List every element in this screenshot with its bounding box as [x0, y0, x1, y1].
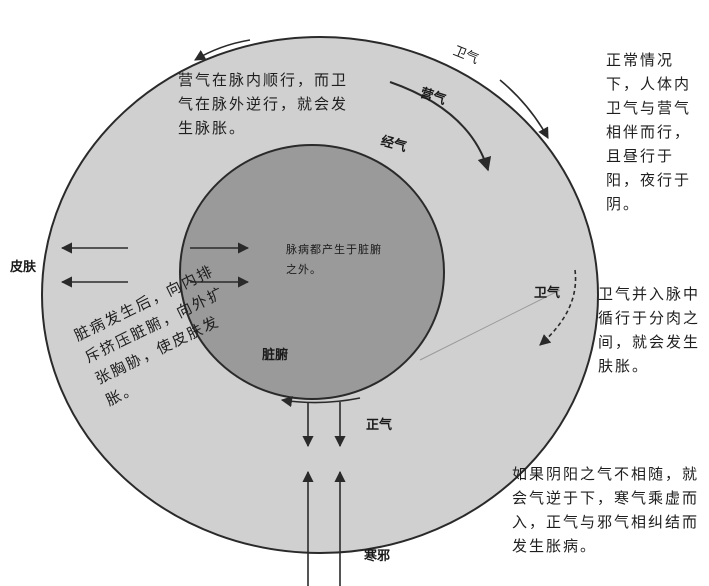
shading-line: [419, 289, 561, 361]
label-wei-qi-right: 卫气: [534, 286, 561, 301]
label-han-xie: 寒邪: [364, 549, 391, 564]
wei-qi-outer-arrow: [194, 39, 251, 61]
label-zang-fu: 脏腑: [262, 348, 289, 363]
wei-qi-upper-right-arrow: [499, 79, 549, 139]
note-mid-right: 卫气并入脉中循行于分肉之间，就会发生肤胀。: [598, 285, 701, 375]
label-pi-fu: 皮肤: [10, 260, 37, 275]
zheng-qi-arrow: [280, 396, 361, 408]
label-inner-note: 脉病都产生于脏腑之外。: [286, 243, 382, 276]
note-top-left: 营气在脉内顺行，而卫气在脉外逆行，就会发生脉胀。: [178, 71, 349, 137]
wei-qi-dashed-arrow: [539, 269, 577, 346]
ying-qi-arrow: [389, 81, 492, 172]
label-zheng-qi: 正气: [366, 418, 393, 433]
note-top-right: 正常情况下，人体内卫气与营气相伴而行，且昼行于阳，夜行于阴。: [606, 51, 692, 213]
note-bottom-right: 如果阴阳之气不相随，就会气逆于下，寒气乘虚而入，正气与邪气相纠结而发生胀病。: [512, 465, 700, 555]
zang-fu-circle: [179, 144, 445, 400]
